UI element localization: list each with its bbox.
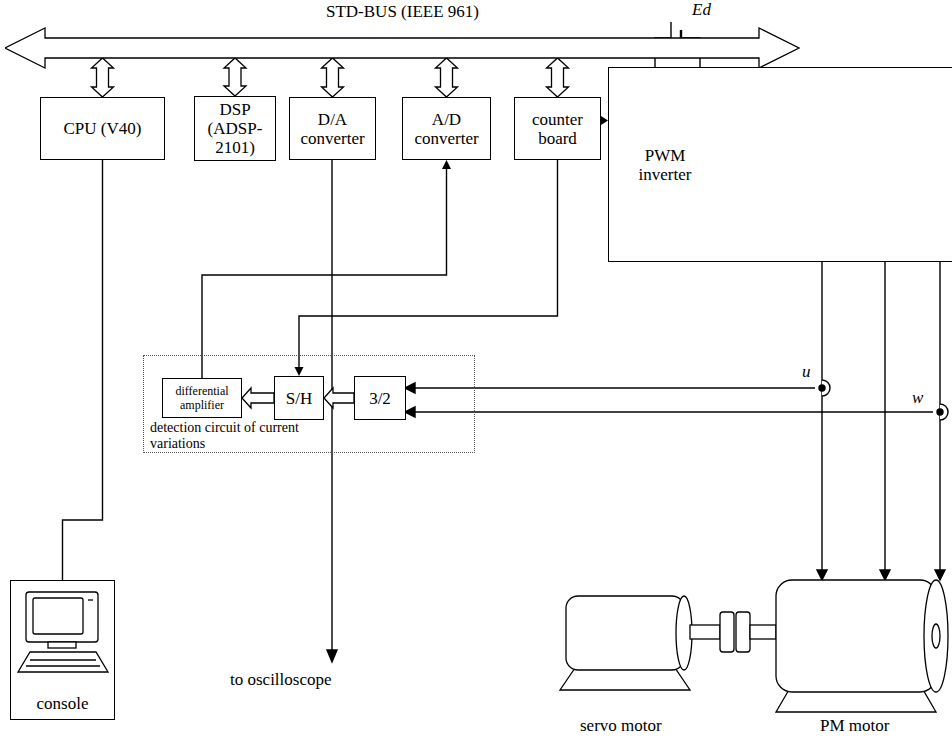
converter-box: 3/2: [354, 376, 406, 420]
signal-line: [601, 116, 608, 125]
output-wire: [821, 262, 822, 580]
bus: STD-BUS (IEEE 961): [5, 0, 800, 70]
console-icon: [48, 642, 76, 648]
node-text: PWM inverter: [617, 146, 713, 184]
servo-motor: [566, 596, 684, 670]
signal-line-stroke: [299, 160, 558, 369]
pm-motor: [924, 580, 948, 692]
node-text: differential amplifier: [166, 384, 238, 412]
signal-line: [202, 160, 451, 378]
hollow-arrow: [242, 388, 274, 408]
node-text: console: [11, 694, 114, 713]
current-sensor: [819, 385, 825, 391]
output-wire: [817, 262, 945, 580]
hollow-arrow: [547, 58, 569, 97]
node-text: detection circuit of current variations: [150, 420, 320, 452]
oscilloscope-line: [327, 160, 337, 662]
hollow-arrow: [324, 388, 354, 408]
oscilloscope-line: [327, 650, 337, 662]
console-box: console: [10, 580, 115, 720]
bus-arrow-outline: [5, 28, 799, 68]
current-sensor: [405, 383, 415, 393]
amplifier-box: differential amplifier: [162, 378, 242, 418]
node-text: D/A converter: [293, 110, 372, 148]
console-icon: [33, 598, 83, 634]
console-icon: [88, 599, 93, 600]
servo-motor: [736, 612, 750, 652]
current-sensor: [937, 409, 943, 415]
board-box: DSP (ADSP-2101): [194, 96, 276, 161]
machine-label: servo motor: [578, 716, 664, 735]
signal-line-stroke: [202, 167, 447, 378]
phase-label: w: [910, 388, 925, 407]
node-text: STD-BUS (IEEE 961): [5, 2, 800, 21]
console-icon: [26, 592, 98, 642]
current-sensor: [405, 380, 948, 420]
servo-motor: [750, 625, 776, 639]
signal-line-stroke: [63, 160, 103, 580]
signal-line-stroke: [601, 120, 602, 121]
hollow-arrow: [92, 58, 114, 97]
arrow-head: [601, 116, 608, 125]
output-label: to oscilloscope: [228, 670, 334, 689]
console-icon: [26, 665, 100, 666]
current-sensor: [408, 411, 933, 412]
signal-line: [63, 160, 103, 580]
hollow-arrow: [224, 58, 246, 96]
phase-label: u: [800, 362, 813, 381]
dotted-region: detection circuit of current variations d…: [143, 355, 475, 453]
hollow-arrow: [436, 58, 458, 97]
hollow-arrow: [322, 58, 344, 97]
servo-motor: [560, 668, 690, 690]
output-wire: [935, 570, 945, 580]
node-text: counter board: [518, 110, 597, 148]
node-text: DSP (ADSP-2101): [198, 100, 272, 157]
node-text: 3/2: [369, 389, 391, 408]
pm-motor: [776, 580, 936, 692]
pm-motor: [932, 624, 940, 648]
console-icon: [18, 652, 108, 672]
output-wire: [817, 570, 827, 580]
servo-motor: [720, 612, 734, 652]
board-box: counter board: [514, 97, 601, 160]
output-wire: [939, 262, 940, 580]
machine-label: PM motor: [818, 716, 891, 735]
inverter-box: PWM inverter: [608, 67, 952, 262]
voltage-label: Ed: [690, 0, 713, 19]
node-text: S/H: [286, 389, 312, 408]
output-wire: [884, 262, 885, 580]
console-icon: [30, 659, 96, 660]
board-box: A/D converter: [402, 97, 491, 160]
servo-motor: [560, 596, 776, 690]
board-box: CPU (V40): [40, 97, 165, 160]
pm-motor: [776, 580, 948, 712]
console-icon: [18, 592, 108, 672]
node-text: CPU (V40): [64, 119, 142, 138]
node-text: A/D converter: [406, 110, 487, 148]
current-sensor: [408, 387, 815, 388]
output-wire: [880, 570, 890, 580]
signal-line: [295, 160, 558, 376]
current-sensor: [405, 407, 415, 417]
sample-hold-box: S/H: [274, 376, 324, 420]
board-box: D/A converter: [289, 97, 376, 160]
servo-motor: [690, 625, 720, 639]
